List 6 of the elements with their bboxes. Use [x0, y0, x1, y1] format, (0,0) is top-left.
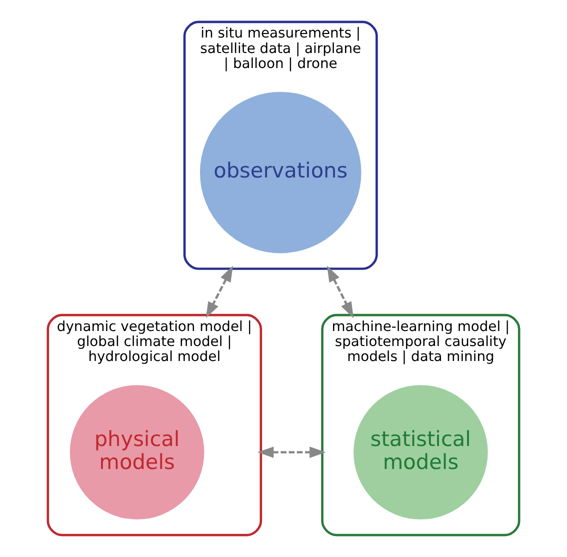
node-circle: statistical models: [354, 385, 488, 520]
arrow: [206, 266, 234, 318]
arrow: [257, 446, 326, 458]
arrow: [327, 266, 354, 318]
node-circle: observations: [200, 92, 362, 254]
node-circle: physical models: [70, 385, 204, 520]
